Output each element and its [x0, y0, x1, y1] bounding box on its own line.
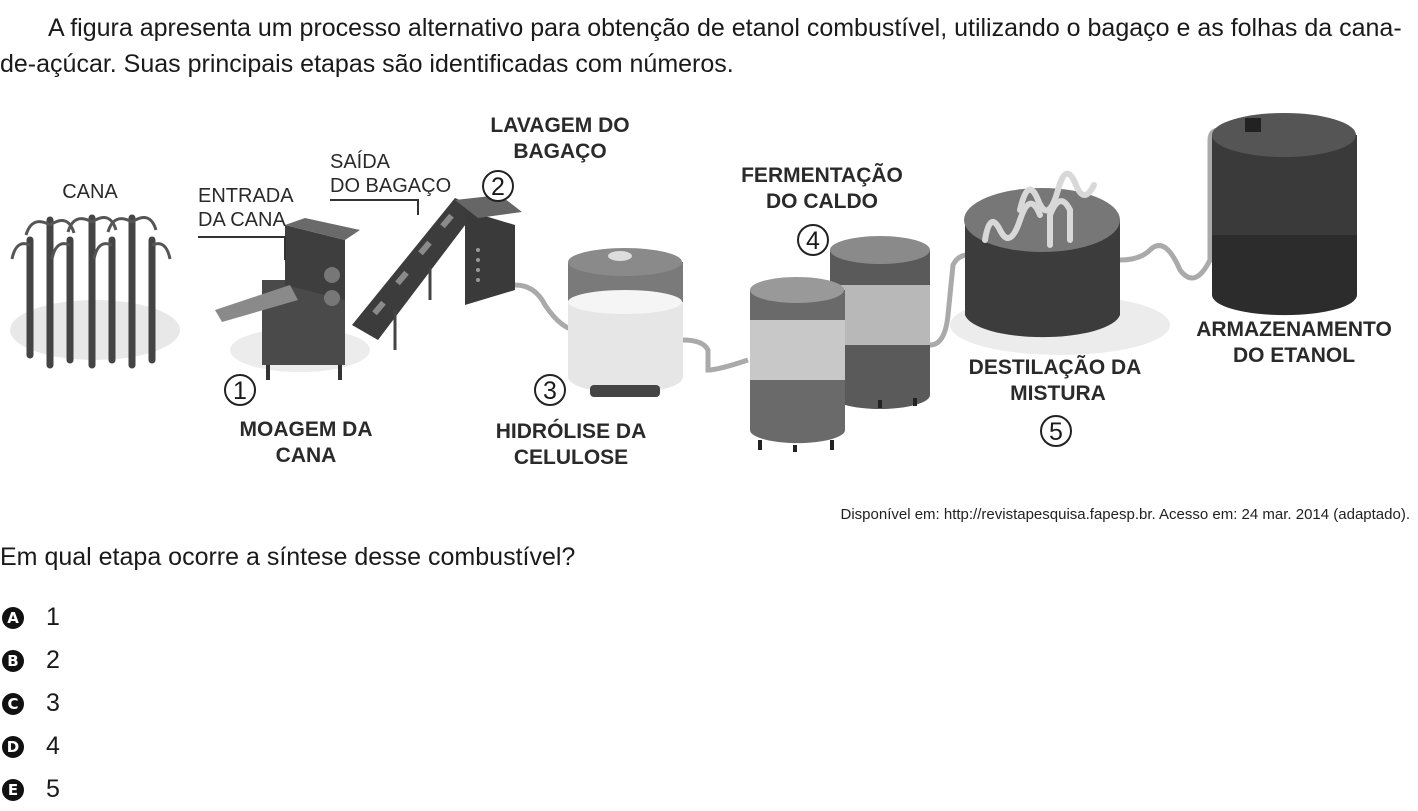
option-a[interactable]: A 1	[0, 596, 60, 639]
label-moagem-line1: MOAGEM DA	[240, 418, 373, 441]
option-d-letter-badge: D	[2, 735, 24, 758]
distillation-unit	[964, 170, 1120, 338]
label-cana: CANA	[62, 181, 118, 203]
process-figure: CANA ENTRADA DA CANA SAÍDA DO BAGAÇO LAV…	[0, 100, 1418, 500]
option-d[interactable]: D 4	[0, 725, 60, 768]
step-marker-1: 1	[224, 374, 256, 406]
step-number-2: 2	[491, 173, 505, 201]
step-marker-5: 5	[1040, 415, 1072, 447]
option-b[interactable]: B 2	[0, 639, 60, 682]
question-text: Em qual etapa ocorre a síntese desse com…	[0, 543, 576, 571]
sugarcane-illustration	[26, 214, 156, 369]
hydrolysis-tank	[568, 248, 683, 397]
label-entrada-line1: ENTRADA	[198, 185, 294, 207]
label-saida-line2: DO BAGAÇO	[330, 175, 451, 197]
label-lavagem-line2: BAGAÇO	[513, 140, 606, 163]
option-c-letter-badge: C	[2, 692, 24, 715]
label-hidrolise-line2: CELULOSE	[514, 446, 628, 469]
step-number-4: 4	[806, 227, 820, 255]
intro-text: A figura apresenta um processo alternati…	[0, 14, 1402, 78]
option-e-text: 5	[46, 775, 60, 803]
label-moagem-line2: CANA	[276, 444, 337, 467]
option-a-letter-badge: A	[2, 606, 24, 629]
step-number-1: 1	[233, 377, 247, 405]
label-armazenamento-line2: DO ETANOL	[1233, 344, 1355, 367]
option-b-text: 2	[46, 646, 60, 674]
washer-unit	[455, 195, 522, 305]
option-e[interactable]: E 5	[0, 768, 60, 811]
sugarcane-leaves	[10, 216, 172, 260]
storage-tank	[1212, 113, 1357, 316]
label-fermentacao-line1: FERMENTAÇÃO	[741, 164, 903, 187]
pipe-4	[1119, 127, 1221, 281]
option-d-text: 4	[46, 732, 60, 760]
label-fermentacao-line2: DO CALDO	[766, 190, 878, 213]
label-hidrolise-line1: HIDRÓLISE DA	[496, 419, 647, 443]
step-marker-3: 3	[534, 374, 566, 406]
step-marker-4: 4	[797, 224, 829, 256]
option-e-letter-badge: E	[2, 778, 24, 801]
saida-callout-line	[330, 199, 419, 215]
step-marker-2: 2	[482, 170, 514, 202]
fermentation-tanks	[750, 236, 930, 452]
mill-machine	[215, 218, 360, 380]
source-citation: Disponível em: http://revistapesquisa.fa…	[840, 506, 1411, 523]
step-number-5: 5	[1049, 418, 1063, 446]
entrada-callout-line	[198, 236, 286, 260]
option-c[interactable]: C 3	[0, 682, 60, 725]
label-armazenamento-line1: ARMAZENAMENTO	[1196, 318, 1392, 341]
callout-lines	[198, 199, 419, 260]
pipe-3	[929, 252, 969, 348]
step-number-3: 3	[543, 377, 557, 405]
option-b-letter-badge: B	[2, 649, 24, 672]
conveyor-belt	[352, 198, 478, 350]
process-illustration: CANA ENTRADA DA CANA SAÍDA DO BAGAÇO LAV…	[10, 113, 1392, 469]
pipe-2	[682, 337, 749, 373]
answer-options: A 1 B 2 C 3 D 4 E 5	[0, 596, 60, 811]
label-destilacao-line2: MISTURA	[1010, 382, 1106, 405]
label-saida-line1: SAÍDA	[330, 150, 391, 173]
label-lavagem-line1: LAVAGEM DO	[490, 114, 629, 137]
option-a-text: 1	[46, 603, 60, 631]
label-entrada-line2: DA CANA	[198, 209, 286, 231]
label-destilacao-line1: DESTILAÇÃO DA	[969, 356, 1142, 379]
option-c-text: 3	[46, 689, 60, 717]
